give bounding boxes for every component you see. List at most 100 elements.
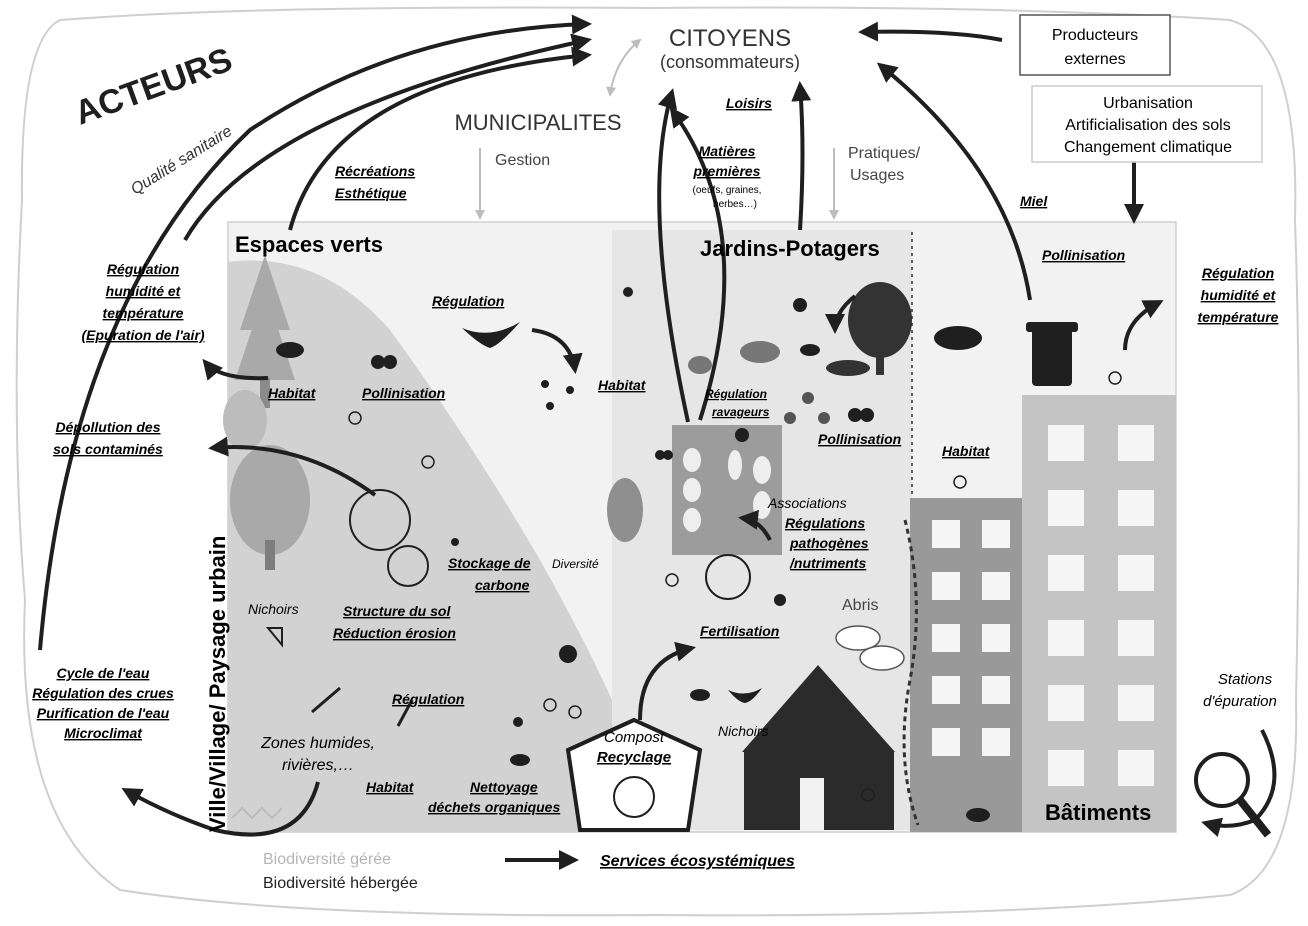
insect-icon bbox=[451, 287, 807, 727]
birdhouse-icon bbox=[265, 627, 283, 648]
recreations-label: Récréations bbox=[335, 163, 415, 179]
gd-associations: Associations bbox=[767, 495, 847, 511]
tree-group bbox=[223, 255, 310, 570]
external-producers-box bbox=[1019, 14, 1171, 76]
matieres-examples-2: herbes…) bbox=[713, 199, 757, 210]
citizens-sublabel: (consommateurs) bbox=[660, 52, 800, 72]
gd-recyclage: Recyclage bbox=[597, 749, 671, 766]
flower-icon bbox=[348, 371, 1122, 802]
gd-regulations-2: pathogènes bbox=[789, 535, 869, 551]
left-regulation-4: (Epuration de l'air) bbox=[81, 327, 204, 343]
beehive-icon bbox=[1026, 322, 1078, 386]
left-regulation-2: humidité et bbox=[106, 283, 182, 299]
external-producers-label-2: externes bbox=[1064, 51, 1125, 68]
pressure-climate: Changement climatique bbox=[1064, 139, 1232, 156]
gs-stockage-2: carbone bbox=[475, 577, 530, 593]
esthetique-label: Esthétique bbox=[335, 185, 407, 201]
farm-animals-icon bbox=[688, 341, 870, 376]
gestion-label: Gestion bbox=[495, 152, 550, 169]
citizens-label: CITOYENS bbox=[669, 25, 791, 52]
left-regulation-3: température bbox=[103, 305, 184, 321]
left-regulation-1: Régulation bbox=[107, 261, 179, 277]
gs-regulation-bottom: Régulation bbox=[392, 691, 464, 707]
pressure-urbanisation: Urbanisation bbox=[1103, 95, 1193, 112]
stations-1: Stations bbox=[1218, 671, 1273, 688]
gs-pollinisation: Pollinisation bbox=[362, 385, 445, 401]
flow-arrows bbox=[38, 14, 1277, 870]
gs-regulation-top: Régulation bbox=[432, 293, 504, 309]
gd-regulation-ravageurs-2: ravageurs bbox=[712, 405, 770, 419]
gs-structure-sol: Structure du sol bbox=[343, 603, 451, 619]
gs-zones-humides-1: Zones humides, bbox=[260, 735, 375, 752]
gs-stockage-1: Stockage de bbox=[448, 555, 531, 571]
vertical-landscape-label: Ville/Village/ Paysage urbain bbox=[205, 536, 230, 832]
ivy-icon bbox=[902, 519, 920, 826]
gd-compost: Compost bbox=[604, 729, 665, 746]
gd-fertilisation: Fertilisation bbox=[700, 623, 779, 639]
miel-label: Miel bbox=[1020, 193, 1048, 209]
espaces-verts-title: Espaces verts bbox=[235, 232, 383, 257]
garden-tree bbox=[607, 478, 643, 542]
bat-icon bbox=[462, 322, 762, 703]
external-producers-label-1: Producteurs bbox=[1052, 27, 1138, 44]
magnifier-icon bbox=[1194, 752, 1272, 838]
management-arrows bbox=[475, 38, 839, 220]
butterfly-icon bbox=[371, 355, 874, 460]
bird-icon bbox=[276, 326, 990, 822]
gs-reduction-erosion: Réduction érosion bbox=[333, 625, 456, 641]
gs-diversite: Diversité bbox=[552, 557, 599, 571]
matieres-label-2: premières bbox=[693, 163, 761, 179]
pratiques-label: Pratiques/ bbox=[848, 145, 921, 162]
right-pollinisation: Pollinisation bbox=[1042, 247, 1125, 263]
dragonfly-icon bbox=[311, 686, 414, 727]
gd-abris: Abris bbox=[842, 597, 878, 614]
cycle-eau-2: Régulation des crues bbox=[32, 685, 174, 701]
gs-nettoyage-1: Nettoyage bbox=[470, 779, 538, 795]
gs-habitat-bottom: Habitat bbox=[366, 779, 415, 795]
right-regulation-3: température bbox=[1198, 309, 1279, 325]
gd-regulations-3: /nutriments bbox=[789, 555, 866, 571]
gs-zones-humides-2: rivières,… bbox=[282, 757, 354, 774]
legend-hosted: Biodiversité hébergée bbox=[263, 875, 418, 892]
cycle-eau-4: Microclimat bbox=[64, 725, 143, 741]
water-wave bbox=[231, 806, 283, 820]
gd-pollinisation: Pollinisation bbox=[818, 431, 901, 447]
depollution-1: Dépollution des bbox=[56, 419, 161, 435]
building-short bbox=[910, 498, 1022, 832]
loisirs-label: Loisirs bbox=[726, 95, 772, 111]
pressures-box bbox=[1031, 85, 1263, 163]
gd-habitat-building: Habitat bbox=[942, 443, 991, 459]
municipalities-label: MUNICIPALITES bbox=[454, 110, 621, 135]
jardins-potagers-title: Jardins-Potagers bbox=[700, 236, 880, 261]
pressure-artificialisation: Artificialisation des sols bbox=[1065, 117, 1230, 134]
batiments-title: Bâtiments bbox=[1045, 800, 1151, 825]
gd-regulation-ravageurs-1: Régulation bbox=[705, 387, 767, 401]
stations-2: d'épuration bbox=[1203, 693, 1277, 710]
shelter-icon bbox=[835, 625, 905, 671]
gs-habitat: Habitat bbox=[268, 385, 317, 401]
soil-circle-2 bbox=[387, 545, 429, 587]
fruit-icon bbox=[784, 392, 830, 424]
soil-circle-1 bbox=[349, 489, 411, 551]
compost-pentagon bbox=[565, 717, 703, 832]
gd-regulations-1: Régulations bbox=[785, 515, 865, 531]
fertilisation-circle bbox=[705, 554, 751, 600]
legend-managed: Biodiversité gérée bbox=[263, 851, 391, 868]
gs-nettoyage-2: déchets organiques bbox=[428, 799, 560, 815]
gd-habitat: Habitat bbox=[598, 377, 647, 393]
compost-circle bbox=[613, 776, 655, 818]
gs-nichoirs: Nichoirs bbox=[248, 601, 299, 617]
right-regulation-2: humidité et bbox=[1201, 287, 1277, 303]
gd-nichoirs: Nichoirs bbox=[718, 723, 769, 739]
matieres-examples-1: (oeufs, graines, bbox=[693, 185, 762, 196]
outer-boundary bbox=[15, 6, 1300, 917]
legend-services: Services écosystémiques bbox=[600, 853, 795, 870]
cycle-eau-1: Cycle de l'eau bbox=[57, 665, 150, 681]
depollution-2: sols contaminés bbox=[53, 441, 163, 457]
matieres-label-1: Matières bbox=[699, 143, 756, 159]
big-tree bbox=[848, 282, 912, 358]
cycle-eau-3: Purification de l'eau bbox=[37, 705, 170, 721]
green-space-area bbox=[228, 260, 612, 832]
right-regulation-1: Régulation bbox=[1202, 265, 1274, 281]
